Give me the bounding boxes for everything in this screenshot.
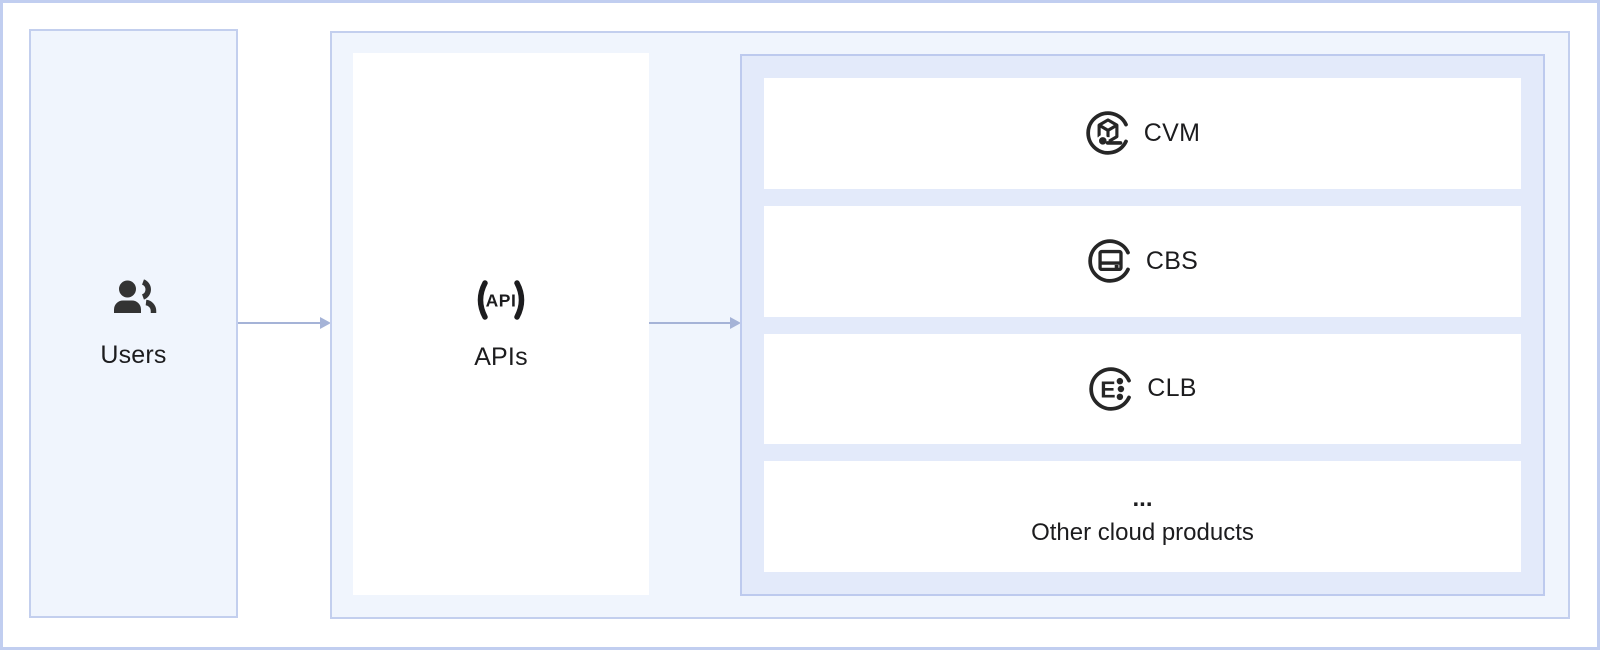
product-row-cvm: CVM: [764, 78, 1521, 189]
users-icon: [110, 278, 158, 320]
api-icon: API: [470, 276, 532, 324]
product-row-clb: E CLB: [764, 333, 1521, 445]
products-panel: CVM CBS E CLB ... Other cloud produ: [740, 54, 1545, 596]
product-label-other: Other cloud products: [1031, 518, 1254, 546]
api-icon-text: API: [486, 291, 517, 311]
product-row-cbs: CBS: [764, 205, 1521, 317]
product-label-cbs: CBS: [1145, 246, 1199, 275]
cbs-icon: [1087, 238, 1133, 284]
product-label-clb: CLB: [1147, 374, 1197, 403]
svg-text:E: E: [1100, 376, 1115, 402]
users-to-apis-arrow: [238, 317, 331, 329]
apis-to-products-arrow: [649, 317, 741, 329]
apis-node: API APIs: [353, 53, 649, 595]
product-label-cvm: CVM: [1143, 118, 1201, 147]
users-node: Users: [29, 29, 238, 618]
clb-icon: E: [1088, 366, 1134, 412]
apis-label: APIs: [474, 343, 528, 371]
cvm-icon: [1085, 110, 1131, 156]
ellipsis-text: ...: [1132, 484, 1153, 512]
product-row-other: ... Other cloud products: [764, 461, 1521, 572]
users-label: Users: [100, 340, 167, 369]
